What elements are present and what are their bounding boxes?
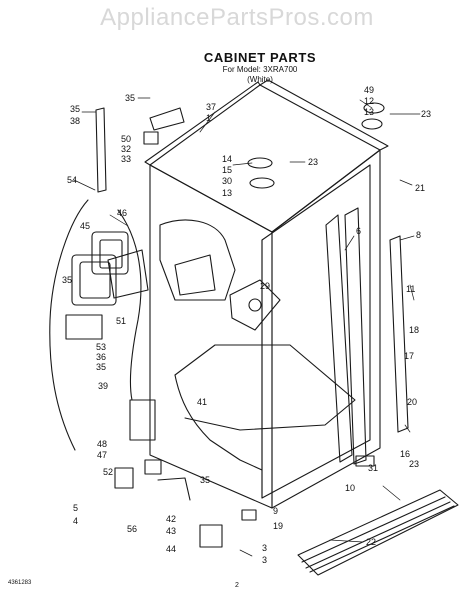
callout-54: 54 (67, 175, 78, 185)
callout-56: 56 (127, 524, 138, 534)
page-number: 2 (235, 582, 239, 589)
leader-lines (73, 97, 421, 557)
callout-13: 13 (222, 188, 233, 198)
callout-9: 9 (273, 506, 279, 516)
callout-35: 35 (70, 104, 81, 114)
callout-23: 23 (308, 157, 319, 167)
callout-1: 1 (206, 113, 212, 123)
left-face-cutout (159, 219, 236, 301)
callout-31: 31 (368, 463, 379, 473)
color-line: (White) (247, 75, 273, 84)
callout-32: 32 (121, 144, 132, 154)
page-title: CABINET PARTS (203, 50, 317, 65)
callout-48: 48 (97, 439, 108, 449)
callout-8: 8 (416, 230, 422, 240)
callout-49: 49 (364, 85, 375, 95)
callout-37: 37 (206, 102, 217, 112)
callout-43: 43 (166, 526, 177, 536)
title-block: CABINET PARTS For Model: 3XRA700 (White) (190, 50, 330, 85)
callout-20: 20 (407, 397, 418, 407)
callout-41: 41 (197, 397, 208, 407)
callout-50: 50 (121, 134, 132, 144)
callout-42: 42 (166, 514, 177, 524)
callout-14: 14 (222, 154, 233, 164)
side-trim-strips (95, 107, 409, 465)
callout-23: 23 (409, 459, 420, 469)
callout-5: 5 (73, 503, 79, 513)
callout-35: 35 (96, 362, 107, 372)
callout-19: 19 (273, 521, 284, 531)
callout-21: 21 (415, 183, 426, 193)
callout-38: 38 (70, 116, 81, 126)
callout-10: 10 (345, 483, 356, 493)
callout-46: 46 (117, 208, 128, 218)
callout-4: 4 (73, 516, 79, 526)
callout-51: 51 (116, 316, 127, 326)
callout-11: 11 (406, 284, 416, 294)
callout-53: 53 (96, 342, 107, 352)
callout-15: 15 (222, 165, 233, 175)
callout-36: 36 (96, 352, 107, 362)
callout-44: 44 (166, 544, 177, 554)
callout-29: 29 (260, 281, 271, 291)
hardware-parts (114, 102, 385, 548)
callout-47: 47 (97, 450, 108, 460)
cabinet-shell (144, 79, 389, 509)
callout-6: 6 (356, 226, 362, 236)
callout-18: 18 (409, 325, 420, 335)
model-line: For Model: 3XRA700 (222, 65, 298, 74)
callout-3: 3 (262, 555, 268, 565)
callout-16: 16 (400, 449, 411, 459)
callout-35: 35 (125, 93, 136, 103)
toe-grille (297, 489, 459, 576)
callout-52: 52 (103, 467, 114, 477)
watermark-text: AppliancePartsPros.com (100, 4, 374, 31)
callout-33: 33 (121, 154, 132, 164)
callout-30: 30 (222, 176, 233, 186)
heater-assembly (49, 199, 149, 451)
document-code: 4361283 (8, 580, 32, 586)
callout-39: 39 (98, 381, 109, 391)
callout-35: 35 (200, 475, 211, 485)
callout-3: 3 (262, 543, 268, 553)
callout-12: 12 (364, 96, 375, 106)
callout-13: 13 (364, 107, 375, 117)
callout-35: 35 (62, 275, 73, 285)
callout-45: 45 (80, 221, 91, 231)
callout-22: 22 (366, 537, 377, 547)
callout-23: 23 (421, 109, 432, 119)
callout-17: 17 (404, 351, 415, 361)
